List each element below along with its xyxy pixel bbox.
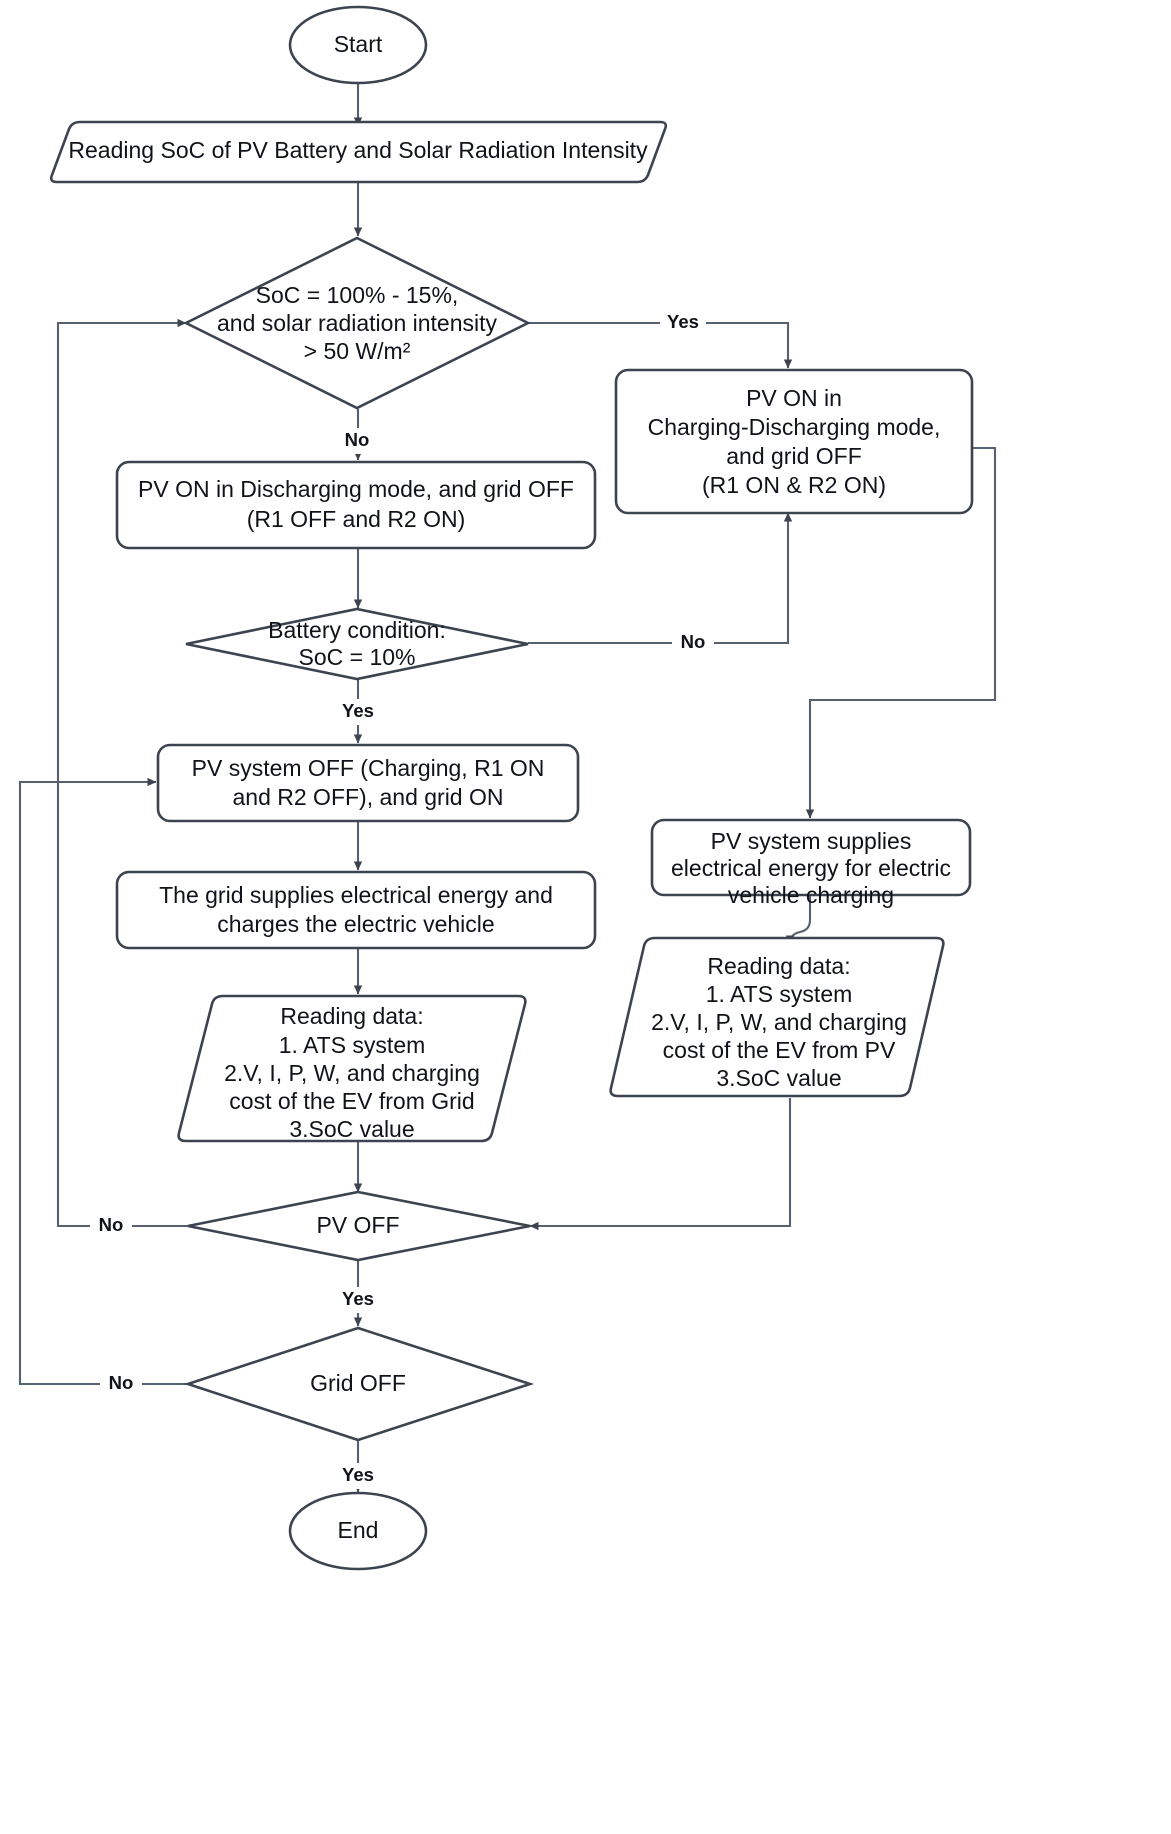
readpv-line2: 1. ATS system [706, 981, 853, 1007]
gridsup-line1: The grid supplies electrical energy and [159, 882, 553, 908]
node-start: Start [288, 5, 428, 85]
readpv-line3: 2.V, I, P, W, and charging [651, 1009, 907, 1035]
node-pv-charging-discharging: PV ON in Charging-Discharging mode, and … [614, 368, 974, 515]
pvoff-label: PV OFF [316, 1212, 399, 1238]
pvcd-line3: and grid OFF [726, 443, 862, 469]
readpv-line1: Reading data: [707, 953, 850, 979]
pvcd-line1: PV ON in [746, 385, 842, 411]
decision1-line1: SoC = 100% - 15%, [256, 282, 459, 308]
edge-label-layer: Yes No No Yes No Yes No Yes [90, 310, 714, 1489]
edge-rightbox-to-pvsupplies [805, 446, 997, 819]
node-reading-grid: Reading data: 1. ATS system 2.V, I, P, W… [177, 994, 527, 1143]
label-soc-no: No [345, 429, 370, 450]
battery-line2: SoC = 10% [299, 644, 416, 670]
label-pvoff-yes: Yes [342, 1288, 374, 1309]
pvsup-line3: vehicle charging [728, 882, 894, 908]
pvd-line2: (R1 OFF and R2 ON) [247, 506, 466, 532]
readgrid-line2: 1. ATS system [279, 1032, 426, 1058]
edge-decision1-yes [528, 321, 793, 369]
decision1-line3: > 50 W/m² [304, 338, 411, 364]
label-gridoff-no: No [109, 1372, 134, 1393]
readpv-line5: 3.SoC value [716, 1065, 841, 1091]
label-pvoff-no: No [99, 1214, 124, 1235]
node-end-label: End [338, 1517, 379, 1543]
node-grid-supplies: The grid supplies electrical energy and … [115, 870, 597, 950]
battery-line1: Battery condition: [268, 617, 446, 643]
pvd-line1: PV ON in Discharging mode, and grid OFF [138, 476, 574, 502]
node-decision-soc-solar: SoC = 100% - 15%, and solar radiation in… [183, 236, 531, 410]
label-battery-no: No [681, 631, 706, 652]
node-pv-supplies: PV system supplies electrical energy for… [650, 818, 972, 908]
node-pv-discharging: PV ON in Discharging mode, and grid OFF … [115, 460, 597, 550]
readgrid-line5: 3.SoC value [289, 1116, 414, 1142]
readgrid-line3: 2.V, I, P, W, and charging [224, 1060, 480, 1086]
node-start-label: Start [334, 31, 383, 57]
node-end: End [288, 1491, 428, 1571]
pvsup-line2: electrical energy for electric [671, 855, 951, 881]
pvsup-line1: PV system supplies [711, 828, 912, 854]
readgrid-line1: Reading data: [280, 1003, 423, 1029]
edge-battery-no [528, 512, 793, 645]
decision1-line2: and solar radiation intensity [217, 310, 497, 336]
readpv-line4: cost of the EV from PV [663, 1037, 896, 1063]
node-decision-pv-off: PV OFF [187, 1190, 531, 1262]
pvcd-line4: (R1 ON & R2 ON) [702, 472, 886, 498]
gridsup-line2: charges the electric vehicle [217, 911, 494, 937]
edge-readingpv-to-pvoff [529, 1098, 792, 1231]
label-battery-yes: Yes [342, 700, 374, 721]
label-soc-yes: Yes [667, 311, 699, 332]
node-reading-pv: Reading data: 1. ATS system 2.V, I, P, W… [609, 936, 945, 1098]
readgrid-line4: cost of the EV from Grid [229, 1088, 474, 1114]
node-pv-system-off: PV system OFF (Charging, R1 ON and R2 OF… [156, 743, 580, 823]
pvsysoff-line2: and R2 OFF), and grid ON [233, 784, 504, 810]
node-reading-input: Reading SoC of PV Battery and Solar Radi… [49, 120, 668, 184]
gridoff-label: Grid OFF [310, 1370, 406, 1396]
pvcd-line2: Charging-Discharging mode, [648, 414, 941, 440]
pvsysoff-line1: PV system OFF (Charging, R1 ON [192, 755, 545, 781]
node-decision-battery: Battery condition: SoC = 10% [185, 607, 529, 681]
node-decision-grid-off: Grid OFF [183, 1326, 535, 1442]
node-reading-input-label: Reading SoC of PV Battery and Solar Radi… [68, 137, 648, 163]
label-gridoff-yes: Yes [342, 1464, 374, 1485]
